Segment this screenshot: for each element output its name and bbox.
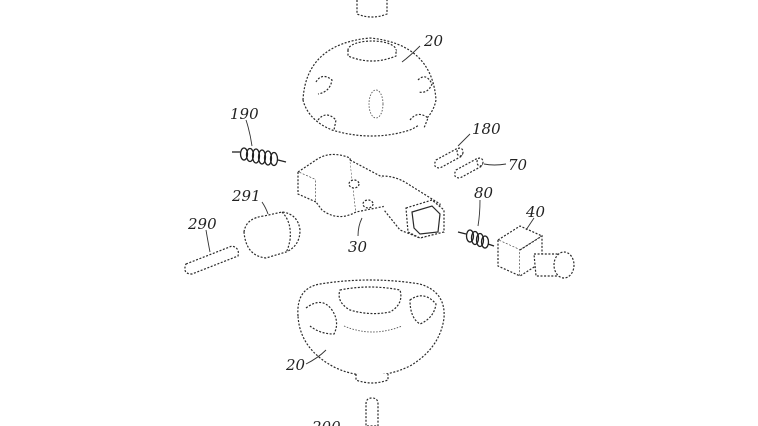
leader-spindle-30 [357, 217, 363, 237]
lower-housing [297, 279, 445, 384]
label-spring-190: 190 [230, 105, 259, 123]
leader-cap-291 [261, 201, 269, 215]
label-lower-housing: 20 [285, 356, 306, 374]
leader-spring-190 [245, 119, 253, 147]
spring-190 [232, 147, 287, 167]
upper-housing [302, 37, 437, 137]
cap-291 [243, 211, 301, 259]
top-shaft [356, 0, 388, 18]
label-pin-290: 290 [187, 215, 217, 233]
label-block-40: 40 [525, 203, 546, 221]
leader-lower-housing [305, 349, 327, 365]
pin-70 [454, 157, 484, 179]
leader-block-40 [525, 217, 535, 231]
spring-80 [457, 229, 495, 249]
label-upper-housing: 20 [423, 32, 444, 50]
label-bottom-cut: 200 [311, 418, 341, 426]
leader-spring-80 [477, 199, 481, 227]
label-pin-70: 70 [508, 156, 528, 174]
label-spring-80: 80 [474, 184, 494, 202]
leader-upper-housing [401, 45, 421, 63]
leader-pin-290 [205, 229, 211, 253]
block-40 [496, 225, 575, 279]
pin-290 [184, 245, 239, 275]
leader-pin-70 [483, 163, 507, 166]
label-spindle-30: 30 [348, 238, 368, 256]
leader-pin-180 [457, 133, 471, 147]
spindle-30 [296, 153, 445, 239]
label-cap-291: 291 [231, 187, 261, 205]
pin-180 [434, 147, 464, 169]
label-pin-180: 180 [472, 120, 501, 138]
bottom-shaft [365, 397, 379, 426]
